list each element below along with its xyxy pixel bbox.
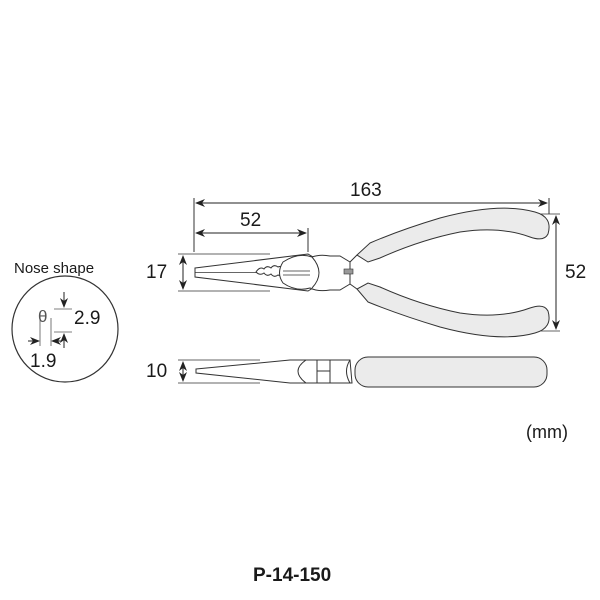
head-height-label: 17 xyxy=(146,262,168,283)
nose-width-label: 1.9 xyxy=(30,351,57,372)
side-view-dimensions xyxy=(178,359,260,384)
nose-height-label: 2.9 xyxy=(74,308,101,329)
pivot-pin xyxy=(343,268,354,275)
theta-symbol: θ xyxy=(38,307,48,326)
nose-shape-detail xyxy=(11,275,119,383)
handle-spread-label: 52 xyxy=(565,262,587,283)
lower-handle xyxy=(356,282,550,338)
overall-length-label: 163 xyxy=(350,180,382,201)
nose-length-label: 52 xyxy=(240,210,262,231)
side-jaw xyxy=(195,359,353,384)
model-number: P-14-150 xyxy=(253,565,332,586)
joint-box xyxy=(279,254,351,292)
unit-label: (mm) xyxy=(526,422,568,442)
pliers-side-view xyxy=(195,356,548,388)
nose-detail-circle xyxy=(11,275,119,383)
side-handle xyxy=(354,356,548,388)
upper-handle xyxy=(356,207,550,263)
nose-shape-title: Nose shape xyxy=(14,260,95,277)
pliers-top-view xyxy=(194,207,550,338)
thickness-label: 10 xyxy=(146,361,168,382)
